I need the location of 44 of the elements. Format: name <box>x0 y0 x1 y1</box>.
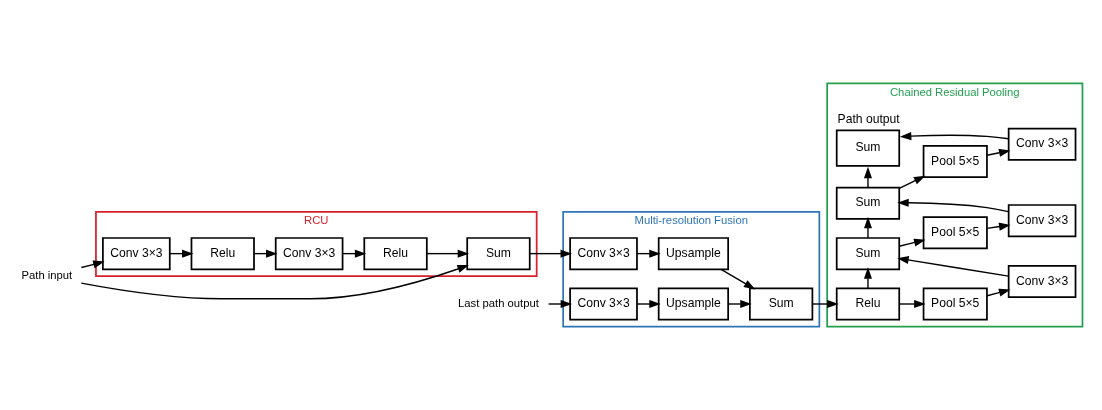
node-text: Path input <box>21 269 73 282</box>
node-box: Upsample <box>657 287 730 321</box>
arrow <box>899 132 1010 141</box>
arrow <box>986 148 1011 157</box>
arrow <box>898 175 926 190</box>
arrow <box>426 249 470 258</box>
node-box: Pool 5×5 <box>922 216 988 250</box>
node-box: Relu <box>835 287 901 321</box>
arrow <box>898 238 926 247</box>
node-box: Sum <box>835 237 901 271</box>
arrow <box>547 300 573 308</box>
arrow <box>897 198 1010 213</box>
node-box: Sum <box>835 186 901 220</box>
arrow <box>986 288 1011 297</box>
node-box: Conv 3×3 <box>569 237 638 271</box>
arrow <box>986 222 1011 231</box>
node-box: Conv 3×3 <box>274 237 344 271</box>
node-box: Sum <box>466 237 531 271</box>
arrow <box>897 256 1010 277</box>
node-box: Conv 3×3 <box>1007 264 1077 298</box>
arrow <box>863 267 872 289</box>
arrow <box>727 300 752 308</box>
arrow <box>80 265 469 300</box>
arrow <box>898 300 926 308</box>
arrow <box>636 300 661 308</box>
node-box: Conv 3×3 <box>102 237 171 271</box>
node-box: Relu <box>190 237 255 271</box>
arrow <box>720 268 756 290</box>
node-box: Pool 5×5 <box>922 145 988 179</box>
node-box: Upsample <box>657 237 730 271</box>
arrow <box>811 300 839 308</box>
arrow <box>863 166 872 189</box>
node-box: Conv 3×3 <box>1007 204 1077 238</box>
node-box: Sum <box>749 287 814 321</box>
node-text: Last path output <box>458 296 539 309</box>
node-box: Pool 5×5 <box>922 287 988 321</box>
node-box: Relu <box>363 237 428 271</box>
node-box: Conv 3×3 <box>1007 127 1077 161</box>
node-box: Sum <box>835 129 901 167</box>
node-label: Path output <box>837 111 900 126</box>
arrow <box>863 216 872 239</box>
arrow <box>529 249 573 258</box>
arrow <box>80 260 105 269</box>
node-box: Conv 3×3 <box>569 287 638 321</box>
